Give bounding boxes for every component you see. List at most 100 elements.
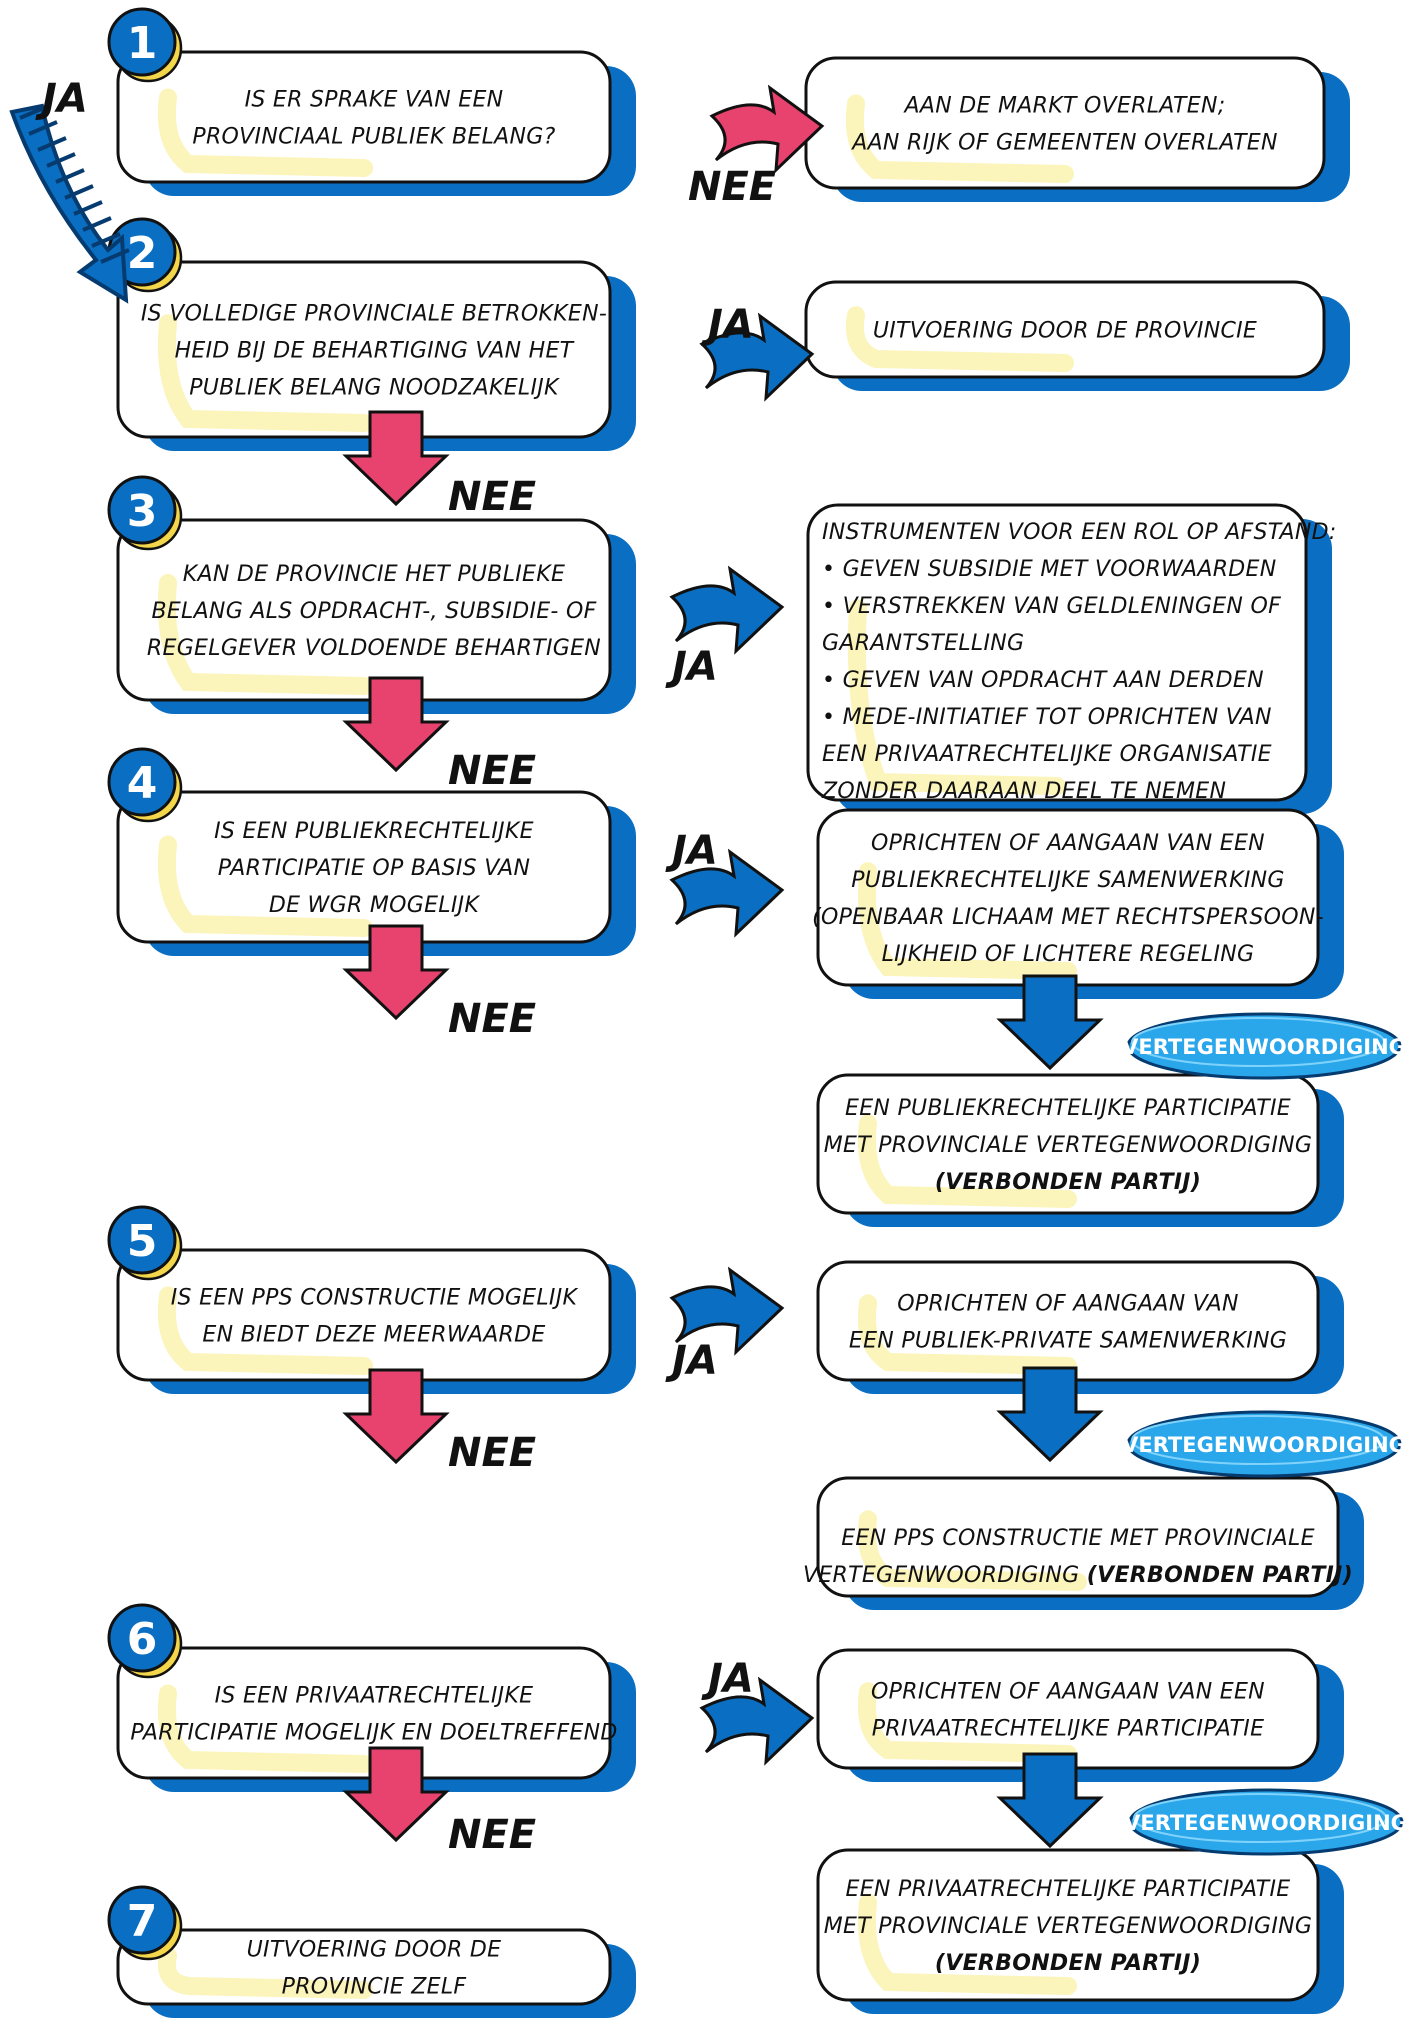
nee-label-3: NEE	[448, 748, 536, 794]
ja-arrow-hatch	[73, 200, 103, 216]
question-2-line: HEID BIJ DE BEHARTIGING VAN HET	[175, 339, 575, 364]
result-3-line: • MEDE-INITIATIEF TOT OPRICHTEN VAN	[822, 705, 1272, 730]
result-7-mixed: VERTEGENWOORDIGING (VERBONDEN PARTIJ)	[803, 1563, 1353, 1588]
question-box-2-highlight	[157, 314, 373, 432]
ja-arrow-hatch	[82, 216, 112, 232]
question-4-line: PARTICIPATIE OP BASIS VAN	[218, 856, 530, 881]
step-number-text: 6	[127, 1614, 158, 1665]
result-1-line: AAN DE MARKT OVERLATEN;	[903, 94, 1226, 119]
question-7-line: UITVOERING DOOR DE	[247, 1938, 502, 1963]
step-number-disc	[107, 475, 177, 545]
result-3-line: • GEVEN SUBSIDIE MET VOORWAARDEN	[822, 557, 1276, 582]
ja-arrow-hatch	[28, 120, 58, 136]
step-number-disc	[107, 1603, 177, 1673]
question-box-2	[116, 260, 636, 451]
result-box-8-highlight	[857, 1682, 1077, 1763]
result-box-2	[804, 280, 1350, 391]
result-box-2-highlight	[846, 306, 1074, 372]
ja-label-5: JA	[665, 1338, 718, 1384]
result-4-line: (OPENBAAR LICHAAM MET RECHTSPERSOON-	[812, 905, 1324, 930]
result-box-6	[816, 1260, 1344, 1394]
result-3-line: GARANTSTELLING	[822, 631, 1024, 656]
ja-arrow-5	[669, 1266, 785, 1356]
step-number-disc	[107, 7, 177, 77]
ja-arrow-6	[699, 1676, 815, 1766]
question-box-3-frame	[116, 518, 612, 702]
ja-label-6: JA	[701, 1656, 754, 1702]
ja-arrow-2	[699, 312, 815, 402]
result-box-3-frame	[806, 503, 1308, 802]
result-box-5-highlight	[857, 1114, 1077, 1208]
vertegenwoordiging-badge-3-shine	[1133, 1793, 1387, 1843]
vertegenwoordiging-badge-1-shine	[1131, 1017, 1385, 1067]
result-5-line: MET PROVINCIALE VERTEGENWOORDIGING	[824, 1133, 1313, 1158]
result-3-line: INSTRUMENTEN VOOR EEN ROL OP AFSTAND:	[822, 520, 1337, 545]
question-3-line: KAN DE PROVINCIE HET PUBLIEKE	[183, 562, 565, 587]
question-2-line: IS VOLLEDIGE PROVINCIALE BETROKKEN-	[141, 302, 607, 327]
step-number-text: 1	[127, 18, 158, 69]
question-5-line: IS EEN PPS CONSTRUCTIE MOGELIJK	[171, 1286, 579, 1311]
question-5-line: EN BIEDT DEZE MEERWAARDE	[202, 1323, 545, 1348]
result-3-line: EEN PRIVAATRECHTELIJKE ORGANISATIE	[822, 742, 1272, 767]
step-number-disc	[107, 747, 177, 817]
step-number-text: 4	[127, 758, 158, 809]
vertegenwoordiging-badge-2-shine	[1131, 1415, 1385, 1465]
ja-arrow-hatch	[19, 104, 49, 120]
ja-curved-arrow	[9, 103, 130, 304]
question-box-1-highlight	[157, 88, 373, 177]
question-box-5-frame	[116, 1248, 612, 1382]
result-8-line: OPRICHTEN OF AANGAAN VAN EEN	[871, 1680, 1265, 1705]
question-box-5-highlight	[157, 1286, 373, 1375]
question-box-6-highlight	[157, 1684, 373, 1773]
question-3-line: BELANG ALS OPDRACHT-, SUBSIDIE- OF	[151, 599, 596, 624]
ja-arrow-4	[669, 848, 785, 938]
question-box-7-highlight	[158, 1946, 373, 1999]
ja-curved-arrow-shape	[9, 103, 129, 304]
result-9-verbonden: (VERBONDEN PARTIJ)	[935, 1951, 1201, 1976]
ja-label-4: JA	[665, 828, 718, 874]
question-box-4-highlight	[157, 835, 373, 937]
step-number-7	[107, 1885, 183, 1961]
step-number-5	[107, 1205, 183, 1281]
result-9-line: EEN PRIVAATRECHTELIJKE PARTICIPATIE	[846, 1877, 1291, 1902]
result-box-9-frame	[816, 1848, 1320, 2002]
result-box-1	[804, 56, 1350, 202]
ja-arrow-hatch	[100, 248, 130, 264]
question-7-line: PROVINCIE ZELF	[282, 1975, 467, 2000]
result-3-line: ZONDER DAARAAN DEEL TE NEMEN	[821, 779, 1226, 804]
ja-arrow-hatch	[91, 232, 121, 248]
question-box-4-frame	[116, 790, 612, 944]
question-box-7	[116, 1928, 636, 2018]
result-6-line: OPRICHTEN OF AANGAAN VAN	[897, 1292, 1238, 1317]
ja-arrow-hatch	[37, 136, 67, 152]
result-4-line: PUBLIEKRECHTELIJKE SAMENWERKING	[851, 868, 1285, 893]
step-number-disc	[107, 1885, 177, 1955]
question-6-line: PARTICIPATIE MOGELIJK EN DOELTREFFEND	[130, 1721, 617, 1746]
ja-arrow-hatch	[64, 184, 94, 200]
step-number-text: 2	[127, 228, 158, 279]
step-number-text: 5	[127, 1216, 158, 1267]
question-4-line: IS EEN PUBLIEKRECHTELIJKE	[214, 819, 534, 844]
nee-label-1: NEE	[688, 164, 776, 210]
ja-arrow-hatch	[46, 152, 76, 168]
step-number-1	[107, 7, 183, 83]
result-5-verbonden: (VERBONDEN PARTIJ)	[935, 1170, 1201, 1195]
result-3-line: • GEVEN VAN OPDRACHT AAN DERDEN	[822, 668, 1264, 693]
result-4-line: LIJKHEID OF LICHTERE REGELING	[882, 942, 1255, 967]
vertegenwoordiging-badge-1	[1126, 1012, 1402, 1080]
result-1-line: AAN RIJK OF GEMEENTEN OVERLATEN	[850, 131, 1278, 156]
nee-label-5: NEE	[448, 1430, 536, 1476]
nee-label-4: NEE	[448, 996, 536, 1042]
question-box-6	[116, 1646, 636, 1792]
question-box-4	[116, 790, 636, 956]
result-5-line: EEN PUBLIEKRECHTELIJKE PARTICIPATIE	[845, 1096, 1291, 1121]
result-box-3-highlight	[847, 599, 1066, 795]
question-box-1-frame	[116, 50, 612, 184]
question-box-6-frame	[116, 1646, 612, 1780]
ja-arrow-hatch	[55, 168, 85, 184]
result-box-9	[816, 1848, 1344, 2014]
nee-label-2: NEE	[448, 474, 536, 520]
question-1-line: PROVINCIAAL PUBLIEK BELANG?	[192, 125, 555, 150]
